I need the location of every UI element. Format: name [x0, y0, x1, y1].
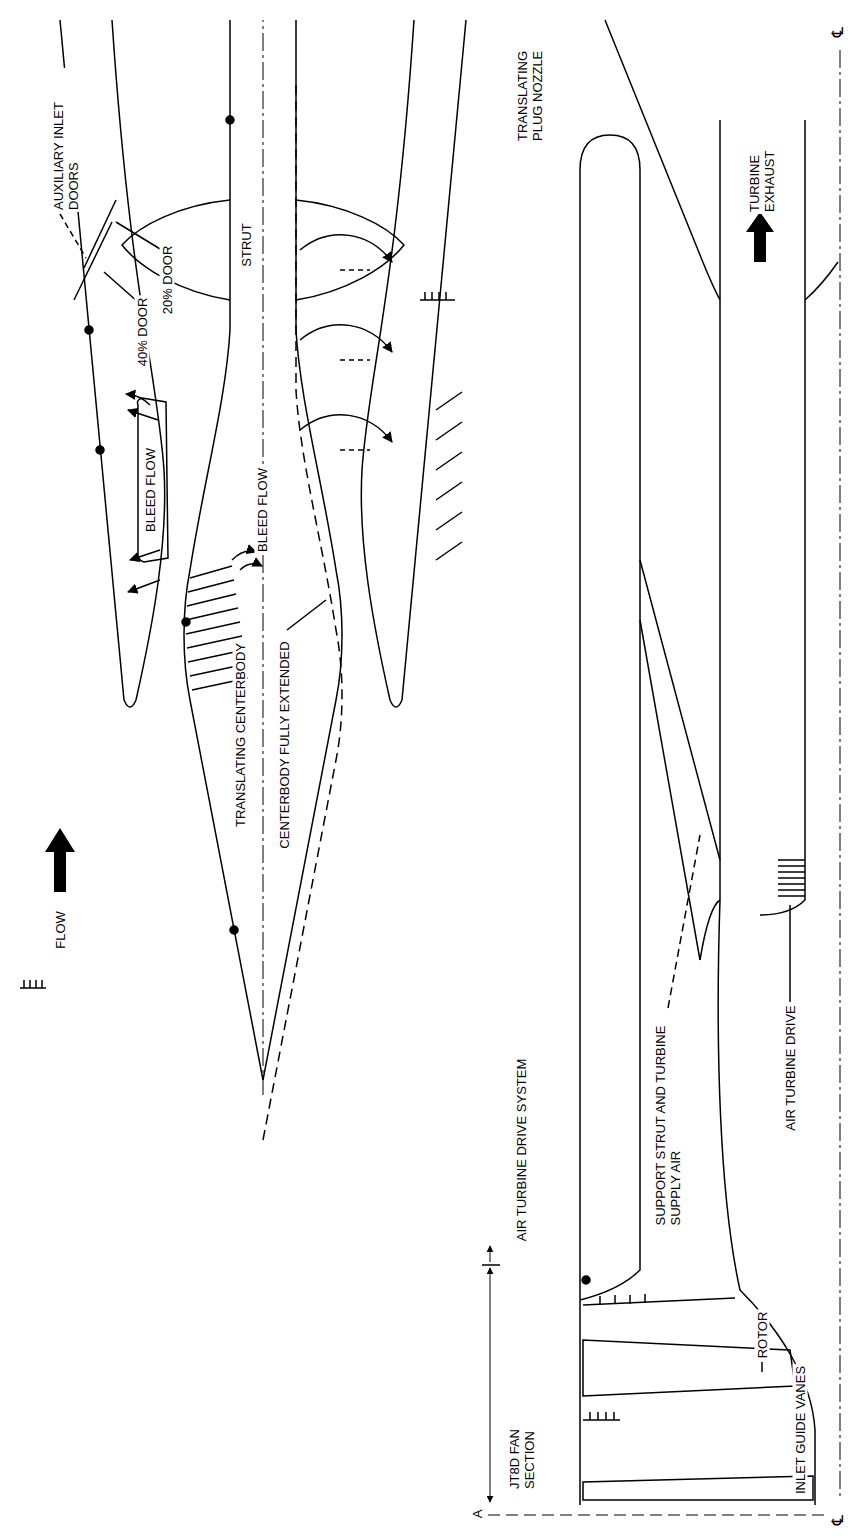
line-art	[789, 905, 791, 1002]
line-art	[583, 1298, 735, 1305]
line-art	[126, 394, 150, 405]
line-art	[112, 20, 165, 700]
line-art	[124, 700, 136, 707]
line-art	[436, 392, 462, 560]
part-label: ROTOR	[755, 1310, 770, 1361]
line-art	[402, 20, 466, 700]
centerline-symbol: ℄	[829, 1513, 847, 1527]
part-label: TRANSLATING PLUG NOZZLE	[515, 27, 545, 143]
line-art	[778, 860, 805, 896]
inlet-drawing	[20, 20, 466, 1140]
line-art	[287, 600, 326, 630]
instrument-dot	[85, 326, 93, 334]
line-art	[482, 1264, 500, 1266]
line-art	[84, 200, 116, 268]
line-art	[60, 214, 86, 258]
instrument-dot	[96, 446, 104, 454]
line-art	[116, 222, 165, 252]
line-art	[184, 20, 263, 1080]
line-art	[746, 212, 774, 262]
line-art	[300, 325, 392, 352]
line-art	[490, 1246, 491, 1262]
line-art	[263, 80, 342, 1140]
line-art	[232, 551, 256, 560]
part-label: CENTERBODY FULLY EXTENDED	[277, 639, 292, 850]
section-label: A	[470, 1508, 485, 1521]
line-art	[805, 262, 838, 300]
line-art	[668, 835, 700, 1008]
line-art	[300, 235, 392, 262]
line-art	[420, 292, 455, 300]
line-art	[300, 415, 392, 442]
line-art	[45, 828, 75, 892]
fan-drive-drawing	[482, 20, 840, 1515]
part-label: SUPPORT STRUT AND TURBINE SUPPLY AIR	[653, 1009, 683, 1228]
line-art	[760, 120, 805, 915]
line-art	[580, 135, 640, 1505]
part-label: AUXILIARY INLET DOORS	[51, 68, 81, 212]
line-art	[340, 270, 370, 450]
line-art	[128, 580, 160, 592]
line-art	[700, 900, 720, 960]
line-art	[130, 550, 160, 560]
line-art	[605, 20, 720, 300]
line-art	[74, 222, 112, 300]
line-art	[128, 410, 158, 420]
part-label: 20% DOOR	[160, 244, 175, 317]
part-label: STRUT	[239, 221, 254, 268]
line-art	[390, 700, 402, 707]
line-art	[640, 620, 700, 960]
line-art	[490, 1268, 491, 1502]
line-art	[583, 1412, 620, 1420]
line-art	[761, 1362, 763, 1372]
line-art	[719, 120, 721, 900]
line-art	[122, 200, 230, 300]
part-label: TRANSLATING CENTERBODY	[233, 641, 248, 829]
flow-label: BLEED FLOW	[143, 446, 158, 534]
line-art	[488, 1515, 826, 1516]
instrument-dot	[182, 618, 190, 626]
line-art	[263, 20, 264, 1095]
line-art	[263, 80, 342, 1140]
line-art	[104, 272, 138, 302]
line-art	[640, 560, 720, 860]
line-art	[263, 20, 342, 1080]
line-art	[840, 50, 841, 1500]
flow-label: TURBINE EXHAUST	[747, 130, 777, 214]
part-label: 40% DOOR	[135, 296, 150, 369]
instrument-dot	[230, 926, 238, 934]
part-label: INLET GUIDE VANES	[793, 1364, 808, 1496]
dimension-label: AIR TURBINE DRIVE SYSTEM	[514, 1057, 529, 1244]
line-art	[138, 398, 169, 562]
line-art	[296, 200, 404, 300]
flow-label: BLEED FLOW	[255, 466, 270, 554]
flow-label: FLOW	[53, 909, 68, 951]
instrument-dot	[582, 1276, 590, 1284]
line-art	[20, 980, 46, 988]
centerline-symbol: ℄	[829, 25, 847, 39]
dimension-label: JT8D FAN SECTION	[507, 1399, 537, 1491]
line-art	[600, 1294, 645, 1305]
line-art	[718, 900, 815, 1505]
line-art	[240, 564, 262, 570]
part-label: AIR TURBINE DRIVE	[783, 1003, 798, 1132]
instrument-dot	[226, 116, 234, 124]
line-art	[263, 20, 466, 1080]
line-art	[583, 1476, 813, 1500]
